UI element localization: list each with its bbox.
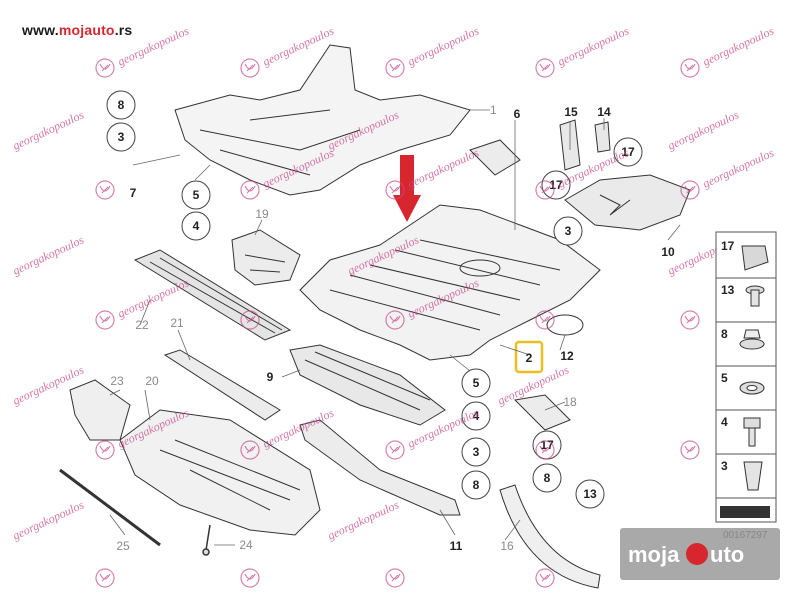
logo-text-part2: uto — [710, 542, 744, 567]
watermark-text: georgakopoulos — [405, 145, 481, 190]
callout-18: 18 — [563, 395, 577, 409]
part-front-shield-20 — [119, 409, 321, 536]
site-url-prefix: www. — [22, 22, 59, 38]
callout-17-b: 17 — [549, 178, 563, 192]
mojauto-logo: moja uto — [620, 528, 780, 580]
watermark-text: georgakopoulos — [555, 23, 631, 68]
callout-8-c: 8 — [544, 471, 551, 485]
fastener-legend: 17 13 8 5 4 3 — [715, 231, 777, 523]
watermark-text: georgakopoulos — [10, 497, 86, 542]
strip-icon — [720, 506, 770, 518]
callout-14: 14 — [597, 105, 611, 119]
red-arrow-indicator — [393, 155, 421, 222]
callout-1: 1 — [490, 103, 497, 117]
callout-circles — [106, 90, 643, 509]
callout-20: 20 — [145, 374, 159, 388]
hex-bolt-icon — [743, 417, 761, 447]
legend-label-5: 5 — [721, 371, 728, 385]
callout-15: 15 — [564, 105, 578, 119]
callout-11: 11 — [450, 539, 463, 553]
site-url-suffix: .rs — [114, 22, 133, 38]
callout-2: 2 — [526, 351, 533, 365]
callout-13: 13 — [583, 487, 597, 501]
watermark-text: georgakopoulos — [405, 23, 481, 68]
site-url-brand: mojauto — [58, 22, 115, 38]
part-strip-25 — [59, 468, 161, 547]
part-bracket-21 — [163, 349, 281, 421]
site-url: www.mojauto.rs — [22, 22, 132, 38]
legend-label-13: 13 — [721, 283, 735, 297]
clip-fastener-icon — [743, 461, 763, 491]
legend-label-8: 8 — [721, 327, 728, 341]
part-shield-10 — [564, 174, 691, 231]
leader-lines — [109, 109, 681, 546]
part-screw-24 — [202, 524, 211, 556]
callout-6: 6 — [514, 107, 521, 121]
callout-22: 22 — [135, 318, 149, 332]
part-bracket-19 — [231, 229, 301, 286]
callout-3-b: 3 — [565, 224, 572, 238]
callout-12: 12 — [560, 349, 574, 363]
part-cover-23 — [69, 379, 131, 441]
part-bracket-6 — [469, 139, 521, 176]
part-bracket-18 — [513, 394, 571, 431]
flange-nut-icon — [739, 329, 765, 350]
callout-3-c: 3 — [473, 445, 480, 459]
callout-24: 24 — [239, 538, 253, 552]
callout-19: 19 — [255, 207, 269, 221]
part-duct-9 — [289, 344, 446, 426]
callout-8-a: 8 — [118, 98, 125, 112]
clip-nut-icon — [741, 245, 769, 271]
watermark-text: georgakopoulos — [325, 497, 401, 542]
watermark-text: georgakopoulos — [10, 232, 86, 277]
callout-7: 7 — [130, 186, 137, 200]
watermark-text: georgakopoulos — [700, 23, 776, 68]
callout-3-a: 3 — [118, 130, 125, 144]
part-trim-16 — [499, 484, 601, 589]
callout-5-b: 5 — [473, 376, 480, 390]
watermark-text: georgakopoulos — [665, 107, 741, 152]
callout-10: 10 — [661, 245, 675, 259]
callout-4-b: 4 — [473, 409, 480, 423]
part-rail-11 — [299, 419, 461, 516]
callout-25: 25 — [116, 539, 130, 553]
callout-16: 16 — [500, 539, 514, 553]
expansion-rivet-icon — [745, 285, 765, 307]
watermark-text: georgakopoulos — [10, 107, 86, 152]
part-main-underbody-shield — [299, 204, 601, 361]
legend-label-4: 4 — [721, 415, 728, 429]
callout-17-a: 17 — [621, 145, 635, 159]
callout-9: 9 — [267, 370, 274, 384]
callout-5-a: 5 — [193, 188, 200, 202]
logo-text-part1: moja — [628, 542, 680, 567]
callout-23: 23 — [110, 374, 124, 388]
legend-label-17: 17 — [721, 239, 735, 253]
callout-8-b: 8 — [473, 478, 480, 492]
watermark-text: georgakopoulos — [700, 145, 776, 190]
callout-21: 21 — [170, 316, 184, 330]
part-2-highlight-box — [514, 340, 544, 374]
part-radiator-duct-22 — [133, 249, 292, 341]
washer-icon — [739, 381, 765, 395]
watermark-text: georgakopoulos — [115, 275, 191, 320]
callout-4-a: 4 — [193, 219, 200, 233]
legend-label-3: 3 — [721, 459, 728, 473]
watermark-text: georgakopoulos — [115, 23, 191, 68]
